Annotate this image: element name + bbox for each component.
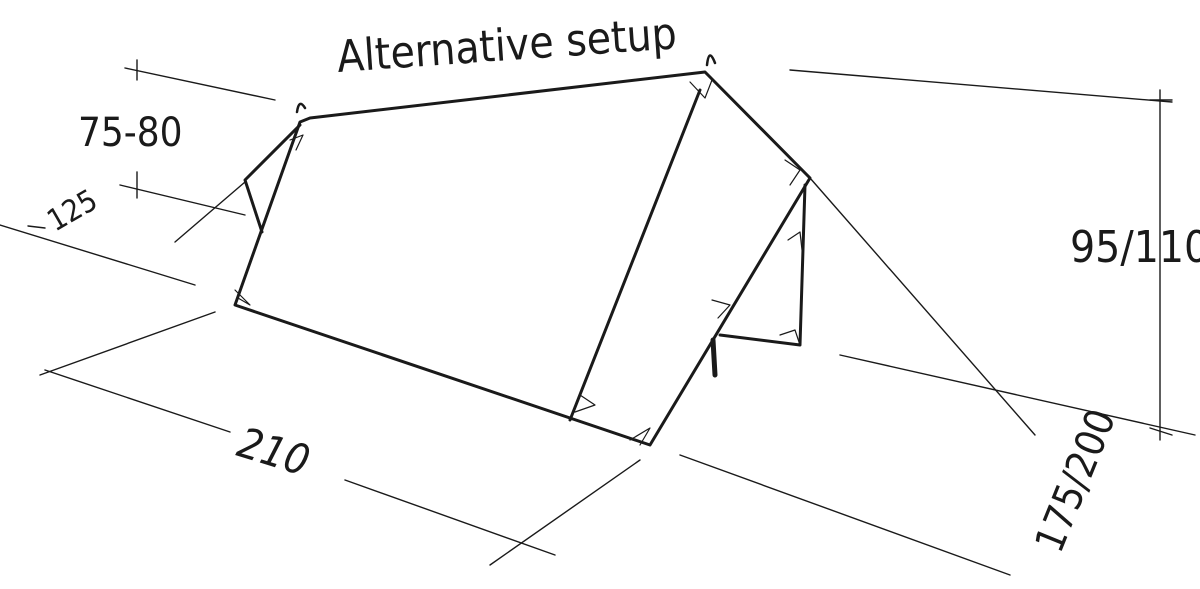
diagram-title: Alternative setup xyxy=(335,8,678,83)
dimension-width: 175/200 xyxy=(1027,403,1126,559)
tent-outline xyxy=(233,54,812,447)
guy-lines xyxy=(174,177,1036,436)
dimension-end-width: 125 xyxy=(42,183,104,239)
dimension-height: 95/110 xyxy=(1070,222,1200,273)
dimension-vent-height: 75-80 xyxy=(78,110,183,156)
corner-patches xyxy=(234,79,803,446)
dimension-lines xyxy=(0,59,1196,576)
dimension-length: 210 xyxy=(232,418,315,486)
